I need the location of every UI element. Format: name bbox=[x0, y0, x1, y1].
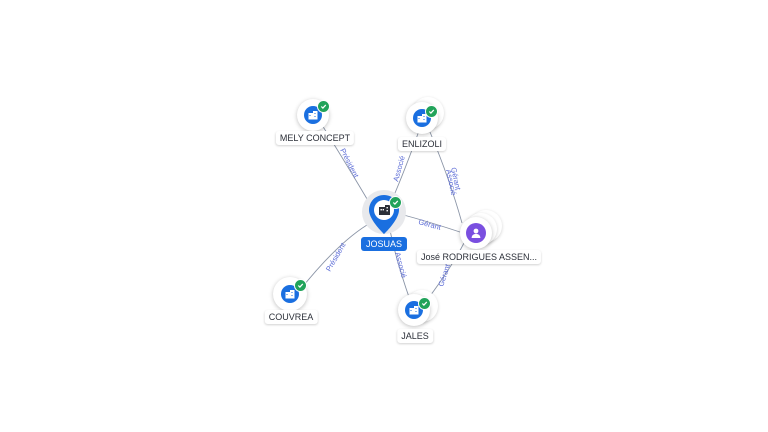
node-mely-concept[interactable] bbox=[297, 99, 333, 135]
check-badge-icon bbox=[425, 105, 438, 118]
check-badge-icon bbox=[389, 196, 402, 209]
building-icon bbox=[379, 205, 390, 215]
node-label-couvrea: COUVREA bbox=[264, 310, 318, 324]
edge-label-couvrea-president: Président bbox=[324, 240, 348, 273]
node-couvrea[interactable] bbox=[273, 277, 309, 313]
node-label-mely-concept: MELY CONCEPT bbox=[275, 131, 355, 145]
edge-label-josuas-gerant: Gérant bbox=[417, 217, 442, 232]
node-jales[interactable] bbox=[398, 290, 442, 328]
node-enlizoli[interactable] bbox=[406, 97, 450, 136]
node-label-jales: JALES bbox=[397, 329, 433, 343]
node-label-jose-rodrigues: José RODRIGUES ASSEN... bbox=[416, 250, 542, 264]
edge-josuas-jales bbox=[389, 229, 411, 301]
check-badge-icon bbox=[418, 297, 431, 310]
edge-label-jales-gerant: Gérant bbox=[436, 262, 452, 287]
node-josuas[interactable]: JOSUAS bbox=[360, 190, 408, 254]
edge-label-jales-associe: Associé bbox=[393, 251, 408, 279]
node-label-josuas: JOSUAS bbox=[360, 237, 408, 251]
edge-label-mely-president: Président bbox=[338, 147, 361, 180]
edge-josuas-couvrea bbox=[299, 221, 373, 291]
person-icon bbox=[466, 223, 486, 243]
node-jose-rodrigues[interactable] bbox=[460, 210, 506, 251]
check-badge-icon bbox=[317, 100, 330, 113]
check-badge-icon bbox=[294, 279, 307, 292]
node-label-enlizoli: ENLIZOLI bbox=[397, 137, 447, 151]
